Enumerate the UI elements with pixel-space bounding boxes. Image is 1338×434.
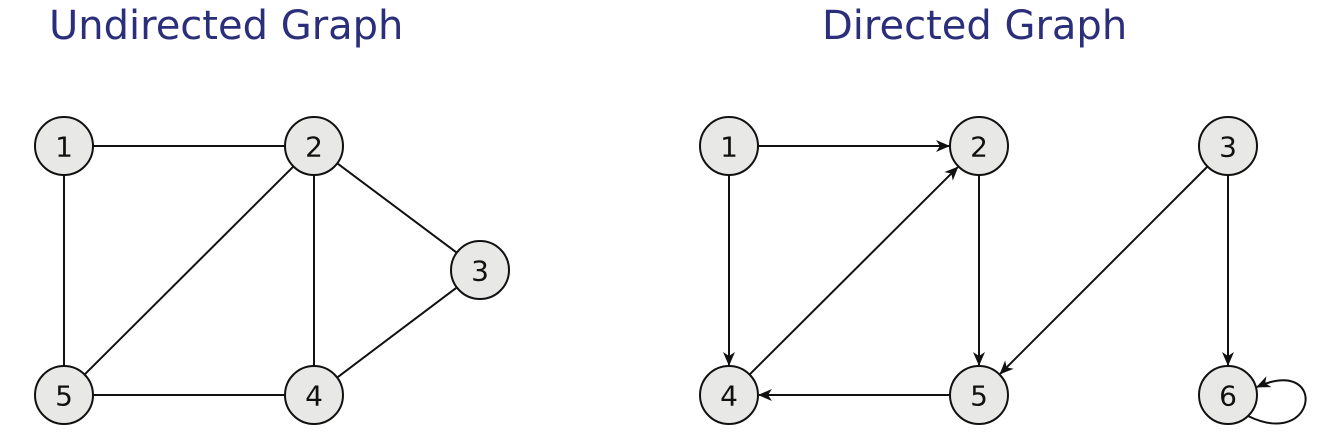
directed-edge-6-6 xyxy=(1247,376,1307,425)
directed-node-2-circle xyxy=(949,116,1009,176)
directed-edge-4-2 xyxy=(748,166,959,376)
undirected-edges xyxy=(63,145,458,396)
directed-node-5-circle xyxy=(949,365,1009,425)
undirected-node-4-label: 4 xyxy=(305,380,323,413)
undirected-edge-3-4 xyxy=(336,286,458,379)
undirected-node-1: 1 xyxy=(34,116,94,176)
directed-node-6-circle xyxy=(1198,365,1258,425)
undirected-node-3: 3 xyxy=(450,240,510,300)
directed-node-4-label: 4 xyxy=(720,380,738,413)
undirected-edge-2-3 xyxy=(336,162,458,254)
directed-node-2-label: 2 xyxy=(970,131,988,164)
directed-node-5-label: 5 xyxy=(970,380,988,413)
undirected-nodes: 1 2 3 4 5 xyxy=(34,116,510,425)
undirected-node-2-circle xyxy=(284,116,344,176)
directed-node-6-label: 6 xyxy=(1219,380,1237,413)
directed-node-4: 4 xyxy=(699,365,759,425)
undirected-node-3-circle xyxy=(450,240,510,300)
undirected-node-1-label: 1 xyxy=(55,131,73,164)
undirected-edge-2-5 xyxy=(83,165,295,376)
undirected-node-1-circle xyxy=(34,116,94,176)
directed-node-6: 6 xyxy=(1198,365,1258,425)
undirected-node-4-circle xyxy=(284,365,344,425)
directed-node-3-circle xyxy=(1198,116,1258,176)
undirected-node-5: 5 xyxy=(34,365,94,425)
directed-node-3-label: 3 xyxy=(1219,131,1237,164)
directed-node-1-label: 1 xyxy=(720,131,738,164)
directed-node-4-circle xyxy=(699,365,759,425)
undirected-node-4: 4 xyxy=(284,365,344,425)
directed-node-5: 5 xyxy=(949,365,1009,425)
undirected-node-2-label: 2 xyxy=(305,131,323,164)
undirected-node-3-label: 3 xyxy=(471,255,489,288)
directed-nodes: 1 2 3 4 5 6 xyxy=(699,116,1258,425)
directed-edge-3-5 xyxy=(999,165,1209,375)
directed-node-1-circle xyxy=(699,116,759,176)
directed-graph-title: Directed Graph xyxy=(822,3,1128,49)
undirected-node-5-label: 5 xyxy=(55,380,73,413)
directed-node-2: 2 xyxy=(949,116,1009,176)
directed-node-1: 1 xyxy=(699,116,759,176)
directed-node-3: 3 xyxy=(1198,116,1258,176)
directed-edges xyxy=(723,140,1307,425)
undirected-node-5-circle xyxy=(34,365,94,425)
undirected-graph-title: Undirected Graph xyxy=(49,3,404,49)
undirected-node-2: 2 xyxy=(284,116,344,176)
